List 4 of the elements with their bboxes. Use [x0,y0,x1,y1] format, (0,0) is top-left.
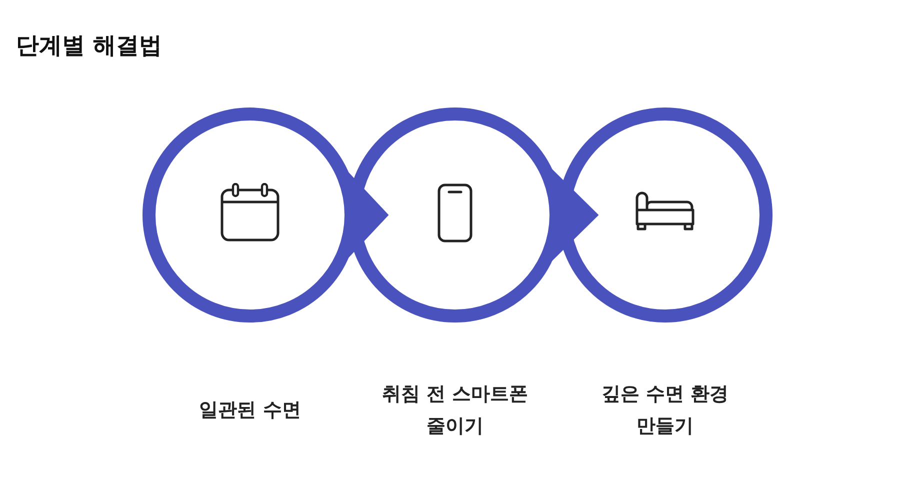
step-label: 취침 전 스마트폰 줄이기 [380,382,530,439]
step-label: 깊은 수면 환경 만들기 [600,382,730,439]
step-label: 일관된 수면 [198,398,302,423]
title: 단계별 해결법 [16,32,162,61]
